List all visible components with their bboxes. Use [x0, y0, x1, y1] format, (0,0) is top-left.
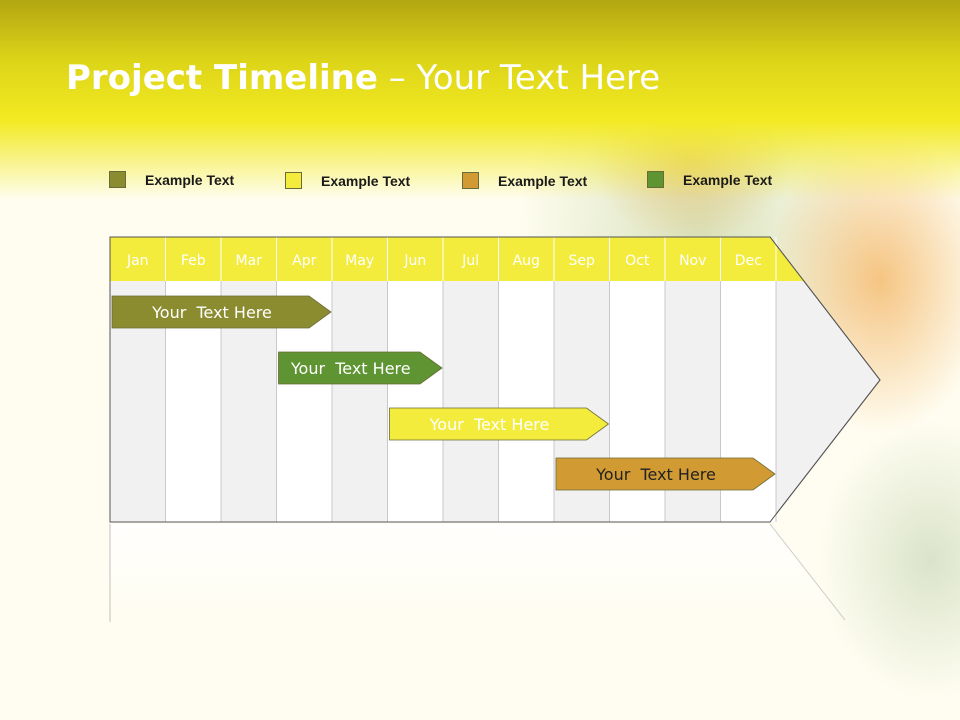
task-bar-1: Your Text Here: [111, 295, 332, 329]
task-bar-2: Your Text Here: [278, 351, 443, 385]
month-label-aug: Aug: [513, 253, 540, 269]
legend-item-3: Example Text: [462, 172, 587, 189]
month-label-dec: Dec: [735, 253, 762, 269]
month-header: Jan Feb Mar Apr May Jun Jul Aug Sep Oct Nov Dec: [109, 237, 804, 281]
task-bar-shape: [111, 295, 332, 329]
task-bar-label: Your Text Here: [151, 303, 272, 322]
month-column-aug: [498, 281, 554, 522]
task-bar-shape: [278, 351, 443, 385]
month-header-band: [110, 237, 804, 281]
legend-swatch-4: [647, 171, 664, 188]
month-label-feb: Feb: [181, 253, 206, 269]
legend-item-2: Example Text: [285, 172, 410, 189]
legend-item-4: Example Text: [647, 171, 772, 188]
month-label-oct: Oct: [625, 253, 650, 269]
month-label-jun: Jun: [403, 253, 426, 269]
task-bar-3: Your Text Here: [389, 407, 610, 441]
task-bar-4: Your Text Here: [555, 457, 776, 491]
month-label-sep: Sep: [569, 253, 596, 269]
legend-swatch-2: [285, 172, 302, 189]
month-label-jul: Jul: [461, 253, 479, 269]
task-bar-shape: [389, 407, 610, 441]
title-band: [0, 0, 960, 200]
timeline-arrow-outline: [109, 236, 881, 523]
month-column-jun: [387, 281, 443, 522]
title-bold: Project Timeline: [66, 58, 378, 98]
legend-label-1: Example Text: [145, 171, 235, 188]
task-bar-label: Your Text Here: [429, 415, 550, 434]
legend-swatch-3: [462, 172, 479, 189]
timeline-reflection: [110, 524, 845, 620]
legend-label-2: Example Text: [321, 172, 411, 189]
month-column-may: [332, 281, 388, 522]
legend-swatch-1: [109, 171, 126, 188]
slide-title: Project Timeline – Your Text Here: [66, 58, 660, 98]
legend-label-4: Example Text: [683, 171, 773, 188]
title-rest: – Your Text Here: [377, 58, 661, 98]
month-label-jan: Jan: [126, 253, 149, 269]
month-column-jul: [443, 281, 499, 522]
month-label-nov: Nov: [679, 253, 706, 269]
reflection-edge-right: [769, 523, 846, 621]
month-label-may: May: [345, 253, 374, 269]
month-label-apr: Apr: [292, 253, 316, 269]
month-label-mar: Mar: [236, 253, 263, 269]
legend-label-3: Example Text: [498, 172, 588, 189]
task-bar-shape: [555, 457, 776, 491]
task-bar-label: Your Text Here: [595, 465, 716, 484]
task-bar-label: Your Text Here: [290, 359, 411, 378]
legend-item-1: Example Text: [109, 171, 234, 188]
